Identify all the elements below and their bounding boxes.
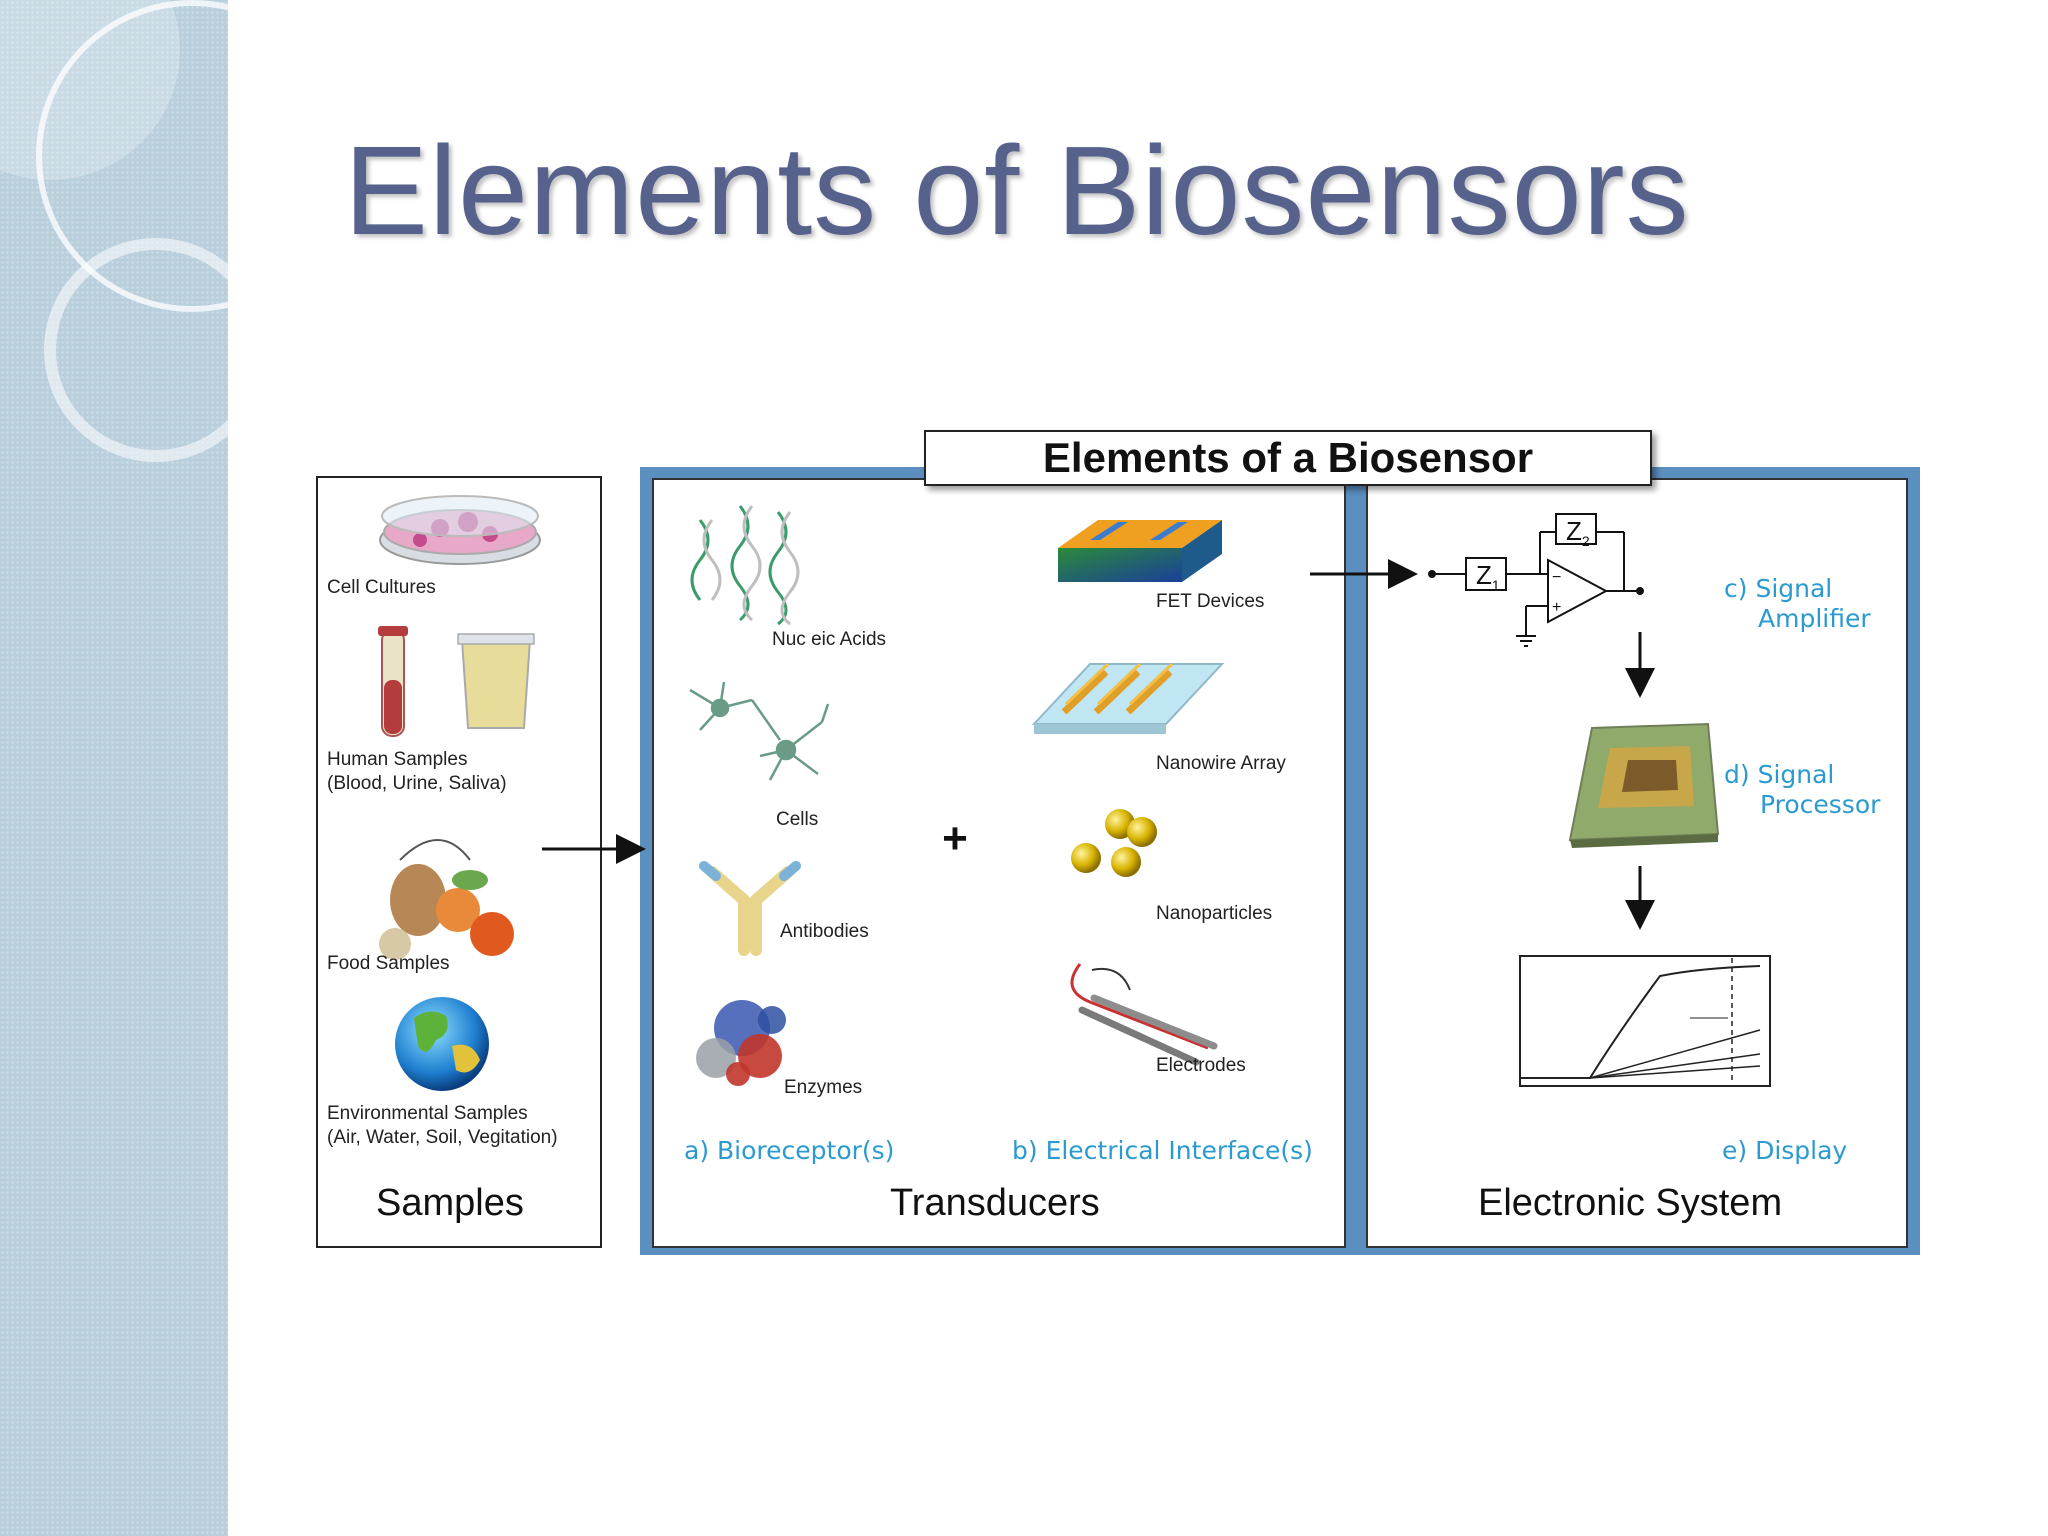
svg-text:−: − xyxy=(1552,569,1561,586)
electronic-system-heading: Electronic System xyxy=(1478,1182,1783,1224)
processor-caption-line2: Processor xyxy=(1760,790,1881,819)
processor-chip-icon xyxy=(1568,722,1720,848)
sample-label-human: Human Samples xyxy=(327,749,468,770)
interface-label: Electrodes xyxy=(1156,1055,1246,1076)
transducers-heading: Transducers xyxy=(890,1182,1100,1224)
display-caption: e) Display xyxy=(1722,1136,1848,1165)
sample-label-food: Food Samples xyxy=(327,953,450,974)
nanoparticles-icon xyxy=(1071,809,1157,877)
urine-cup-icon xyxy=(457,633,535,729)
display-chart-icon xyxy=(1519,955,1771,1087)
enzyme-icon xyxy=(696,1000,786,1086)
z2-label: Z2 xyxy=(1566,516,1590,549)
diagram-header: Elements of a Biosensor xyxy=(924,430,1652,486)
interface-label: FET Devices xyxy=(1156,591,1265,612)
amplifier-caption-line2: Amplifier xyxy=(1758,604,1871,633)
plus-sign: + xyxy=(942,814,968,863)
interface-label: Nanoparticles xyxy=(1156,903,1273,924)
nanowire-array-icon xyxy=(1031,662,1225,734)
amplifier-caption: c) Signal xyxy=(1724,574,1833,603)
sample-label-environmental: Environmental Samples xyxy=(327,1103,528,1124)
transducers-panel xyxy=(652,478,1346,1248)
fet-device-icon xyxy=(1058,520,1222,582)
dna-icon xyxy=(690,505,800,626)
electronic-system-panel xyxy=(1366,478,1908,1248)
interface-label: Nanowire Array xyxy=(1156,753,1286,774)
samples-heading: Samples xyxy=(376,1182,524,1224)
food-basket-icon xyxy=(379,839,514,960)
interfaces-caption: b) Electrical Interface(s) xyxy=(1012,1136,1313,1165)
slide-title: Elements of Biosensors xyxy=(344,120,1690,261)
antibody-icon xyxy=(699,861,801,956)
sample-sublabel-human: (Blood, Urine, Saliva) xyxy=(327,773,507,794)
amplifier-circuit-icon: − + xyxy=(1428,513,1644,647)
bioreceptors-caption: a) Bioreceptor(s) xyxy=(684,1136,895,1165)
bioreceptor-label: Nuc eic Acids xyxy=(772,629,887,650)
decorative-sidebar xyxy=(0,0,228,1536)
z1-label: Z1 xyxy=(1476,560,1500,593)
svg-text:+: + xyxy=(1552,599,1561,616)
sample-sublabel-environmental: (Air, Water, Soil, Vegitation) xyxy=(327,1127,558,1148)
bioreceptor-label: Cells xyxy=(776,809,819,830)
samples-panel xyxy=(316,476,602,1248)
test-tube-icon xyxy=(378,626,408,737)
globe-icon xyxy=(395,997,489,1091)
processor-caption: d) Signal xyxy=(1724,760,1835,789)
petri-dish-icon xyxy=(379,495,541,565)
bioreceptor-label: Antibodies xyxy=(780,921,869,942)
electrodes-icon xyxy=(1070,963,1218,1066)
bioreceptor-label: Enzymes xyxy=(784,1077,863,1098)
sample-label-cell-cultures: Cell Cultures xyxy=(327,577,436,598)
neuron-cells-icon xyxy=(689,681,830,781)
